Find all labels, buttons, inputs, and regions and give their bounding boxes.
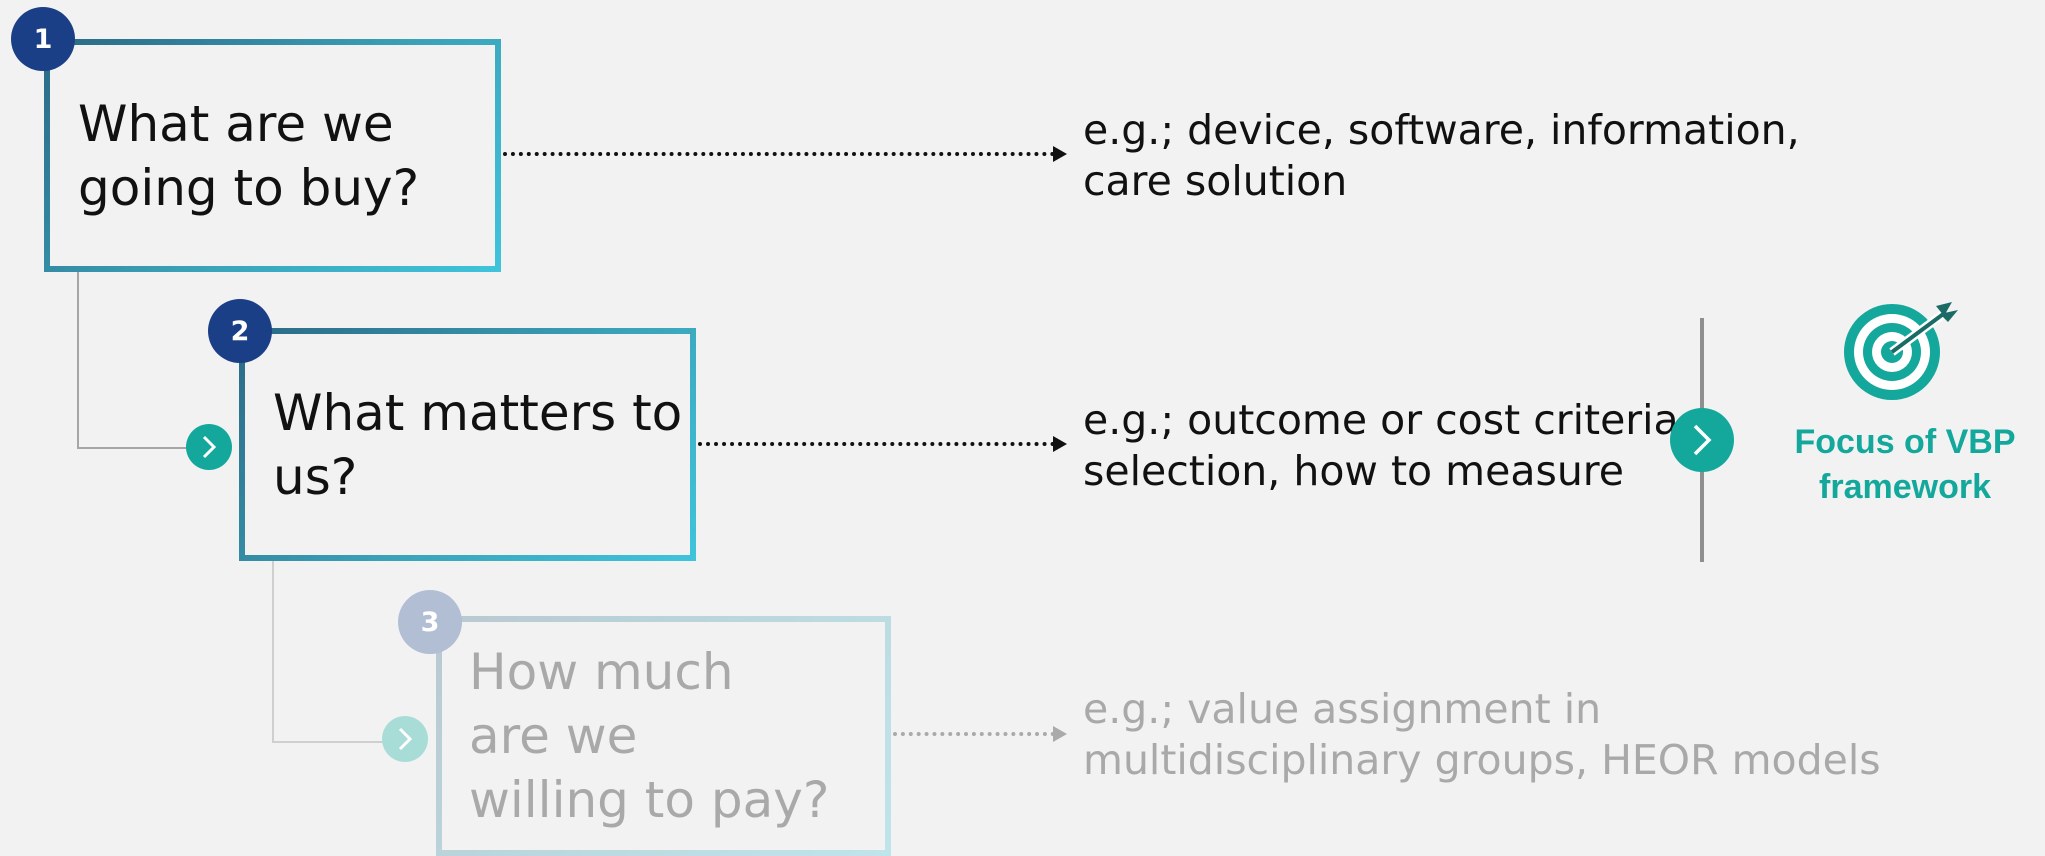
- step-3-question-line-1: How much: [469, 643, 734, 701]
- step-3-question: How much are we willing to pay?: [469, 640, 829, 832]
- step-1-example-line-1: e.g.; device, software, information,: [1083, 106, 1800, 154]
- focus-label-line-1: Focus of VBP: [1794, 423, 2016, 461]
- step-1-question-line-1: What are we: [78, 95, 394, 153]
- step-2-dotted-arrow: [698, 442, 1055, 446]
- step-3-question-box: [436, 616, 891, 856]
- target-icon: [1840, 300, 1960, 404]
- step-3-number-badge: 3: [398, 590, 462, 654]
- step-3-example-line-2: multidisciplinary groups, HEOR models: [1083, 736, 1881, 784]
- step-2-number-badge: 2: [208, 299, 272, 363]
- step-1-example: e.g.; device, software, information, car…: [1083, 105, 1800, 207]
- step-1-question-box: [44, 39, 501, 272]
- step-3-question-line-3: willing to pay?: [469, 771, 830, 829]
- step-3-question-line-2: are we: [469, 707, 638, 765]
- step-1-example-line-2: care solution: [1083, 157, 1348, 205]
- step-2-question: What matters to us?: [273, 381, 682, 509]
- step-1-number-badge: 1: [11, 7, 75, 71]
- step-3-dotted-arrow: [893, 732, 1055, 736]
- step-3-example-line-1: e.g.; value assignment in: [1083, 685, 1602, 733]
- step-2-question-line-1: What matters to: [273, 384, 683, 442]
- step-2-question-box: [239, 328, 696, 561]
- step-2-question-line-2: us?: [273, 448, 358, 506]
- step-1-question: What are we going to buy?: [78, 92, 419, 220]
- step-1-arrowhead: [1053, 146, 1067, 162]
- step-2-example-line-1: e.g.; outcome or cost criteria: [1083, 396, 1679, 444]
- step-2-chevron-icon: [186, 424, 232, 470]
- focus-label-line-2: framework: [1819, 468, 1991, 506]
- connector-2-to-3: [272, 558, 404, 743]
- step-1-question-line-2: going to buy?: [78, 159, 420, 217]
- step-2-example: e.g.; outcome or cost criteria selection…: [1083, 395, 1679, 497]
- step-2-arrowhead: [1053, 436, 1067, 452]
- step-2-example-line-2: selection, how to measure: [1083, 447, 1624, 495]
- step-3-example: e.g.; value assignment in multidisciplin…: [1083, 684, 1881, 786]
- focus-chevron-icon: [1670, 408, 1734, 472]
- focus-label: Focus of VBP framework: [1780, 420, 2030, 510]
- connector-1-to-2: [77, 268, 209, 449]
- step-1-dotted-arrow: [503, 152, 1055, 156]
- step-3-arrowhead: [1053, 726, 1067, 742]
- step-3-chevron-icon: [382, 716, 428, 762]
